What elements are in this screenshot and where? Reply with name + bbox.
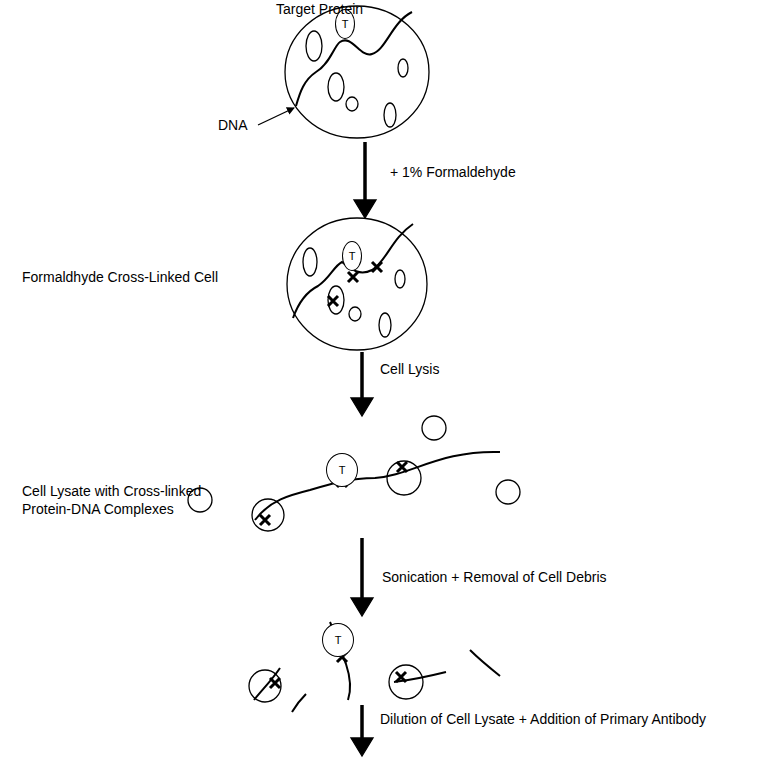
step-label: + 1% Formaldehyde <box>390 163 516 181</box>
step-label: Target Protein <box>276 0 363 18</box>
step-label: Formaldhyde Cross-Linked Cell <box>22 268 218 286</box>
protein-letter: T <box>342 18 349 30</box>
target-protein-circle: T <box>326 453 358 487</box>
protein-letter: T <box>339 464 346 476</box>
protein-letter: T <box>349 250 356 262</box>
step-label: Cell Lysate with Cross-linked Protein-DN… <box>22 482 227 518</box>
target-protein-circle: T <box>342 241 362 271</box>
step-label: Dilution of Cell Lysate + Addition of Pr… <box>380 710 706 728</box>
cell-outline <box>285 6 429 138</box>
step-label: DNA <box>218 116 248 134</box>
step-label: Sonication + Removal of Cell Debris <box>382 568 607 586</box>
target-protein-circle: T <box>322 623 354 657</box>
step-label: Cell Lysis <box>380 360 439 378</box>
protein-letter: T <box>335 634 342 646</box>
